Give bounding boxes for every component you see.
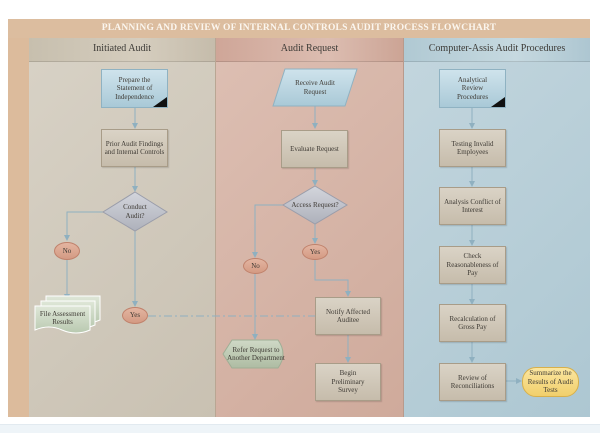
document-file-assessment-shape (34, 295, 101, 334)
branch-no-access[interactable]: No (243, 258, 268, 274)
branch-yes-access[interactable]: Yes (302, 244, 328, 260)
lane-header-audit-request: Audit Request (216, 38, 403, 62)
process-begin-survey[interactable]: Begin Preliminary Survey (315, 363, 381, 401)
process-recalc-gross[interactable]: Recalculation of Gross Pay (439, 304, 506, 342)
node-label: Check Reasonableness of Pay (446, 252, 499, 278)
node-label: Yes (309, 247, 321, 256)
process-conflict-interest[interactable]: Analysis Conflict of Interest (439, 187, 506, 225)
decision-access-request[interactable]: Access Request? (283, 186, 347, 224)
terminator-summarize-results[interactable]: Summarize the Results of Audit Tests (522, 367, 579, 397)
flowchart-title: PLANNING AND REVIEW OF INTERNAL CONTROLS… (8, 19, 590, 38)
branch-no-conduct[interactable]: No (54, 242, 80, 260)
display-refer-request[interactable]: Refer Request to Another Department (224, 340, 288, 368)
node-label: Analysis Conflict of Interest (444, 197, 501, 215)
start-analytical-review[interactable]: Analytical Review Procedures (439, 69, 506, 108)
lane-header-initiated-audit: Initiated Audit (29, 38, 215, 62)
node-label: Recalculation of Gross Pay (449, 314, 496, 332)
corner-marker-icon (491, 97, 505, 107)
node-label: Testing Invalid Employees (451, 139, 494, 157)
node-label: Conduct Audit? (123, 203, 147, 220)
input-receive-request[interactable]: Receive Audit Request (280, 69, 350, 106)
node-label: Evaluate Request (290, 144, 339, 153)
node-label: Notify Affected Auditee (326, 307, 370, 325)
lane-header-computer-assisted: Computer-Assis Audit Procedures (404, 38, 590, 62)
display-refer-request-shape (222, 339, 284, 369)
node-label: No (62, 246, 72, 255)
node-label: Prior Audit Findings and Internal Contro… (104, 139, 165, 157)
input-receive-request-shape (272, 68, 358, 107)
corner-marker-icon (153, 97, 167, 107)
swimlane-initiated-audit: Initiated Audit (29, 38, 216, 417)
document-file-assessment[interactable]: File Assessment Results (35, 306, 90, 330)
node-label: Receive Audit Request (295, 79, 335, 96)
decision-conduct-audit-shape (102, 191, 168, 232)
decision-conduct-audit[interactable]: Conduct Audit? (103, 192, 167, 231)
bottom-strip (0, 424, 600, 433)
node-label: No (251, 261, 260, 270)
decision-access-request-shape (282, 185, 348, 225)
node-label: Prepare the Statement of Independence (115, 75, 154, 101)
node-label: Yes (129, 311, 141, 320)
node-label: Refer Request to Another Department (227, 345, 285, 363)
swimlane-computer-assisted: Computer-Assis Audit Procedures (404, 38, 590, 417)
node-label: Begin Preliminary Survey (331, 369, 365, 395)
node-label: File Assessment Results (39, 309, 86, 327)
node-label: Summarize the Results of Audit Tests (527, 369, 574, 395)
process-evaluate-request[interactable]: Evaluate Request (281, 130, 348, 168)
node-label: Review of Reconciliations (450, 373, 495, 391)
node-label: Analytical Review Procedures (456, 75, 489, 101)
process-notify-auditees[interactable]: Notify Affected Auditee (315, 297, 381, 335)
process-prior-findings[interactable]: Prior Audit Findings and Internal Contro… (101, 129, 168, 167)
process-review-reconciliations[interactable]: Review of Reconciliations (439, 363, 506, 401)
process-check-pay[interactable]: Check Reasonableness of Pay (439, 246, 506, 284)
start-prepare-statement[interactable]: Prepare the Statement of Independence (101, 69, 168, 108)
connector (64, 211, 103, 241)
connector (314, 259, 351, 297)
process-testing-invalid[interactable]: Testing Invalid Employees (439, 129, 506, 167)
branch-yes-conduct[interactable]: Yes (122, 307, 148, 324)
connector (252, 204, 283, 258)
node-label: Access Request? (291, 200, 339, 209)
